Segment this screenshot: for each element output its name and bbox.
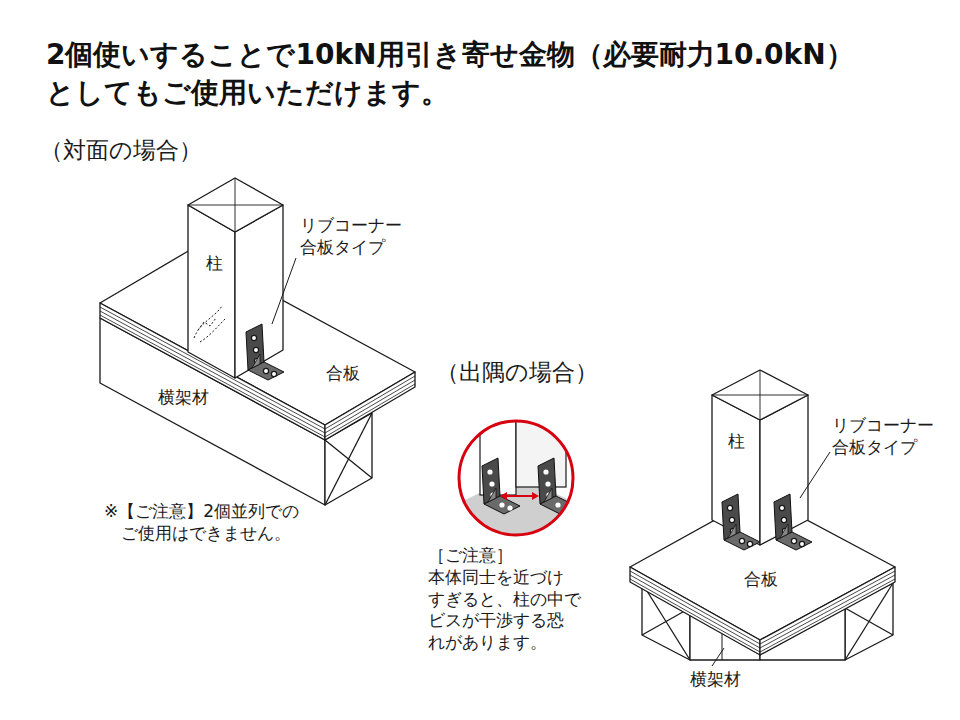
text-line: 柱 [206, 252, 223, 274]
part-label: リブコーナー 合板タイプ [300, 214, 402, 258]
bracket [722, 494, 760, 550]
plywood-edge [760, 567, 895, 655]
text-line: 柱 [728, 430, 745, 452]
right-illustration [630, 370, 895, 666]
text-line: ビスが干渉する恐 [428, 610, 581, 632]
text-line: れがあります。 [428, 632, 581, 654]
text-line: 2個使いすることで10kN用引き寄せ金物（必要耐力10.0kN） [46, 36, 854, 74]
inset-detail [455, 415, 580, 545]
text-line: 合板タイプ [300, 236, 402, 258]
part-label: 合板 [744, 568, 778, 590]
column-face [188, 205, 235, 378]
text-line: 合板タイプ [832, 436, 934, 458]
text-line: （対面の場合） [40, 136, 202, 166]
section-heading: （出隅の場合） [436, 358, 598, 388]
part-label: 横架材 [158, 386, 209, 408]
hidden-screws [194, 306, 226, 342]
part-label: 柱 [728, 430, 745, 452]
left-illustration [100, 178, 415, 505]
bracket [774, 494, 812, 550]
text-line: 合板 [744, 568, 778, 590]
leader-line [712, 648, 724, 666]
column-top [712, 370, 808, 420]
leader-line [272, 258, 296, 324]
text-line: 合板 [326, 362, 360, 384]
plywood-edge [630, 567, 760, 655]
text-line: ご使用はできません。 [104, 522, 299, 544]
title: 2個使いすることで10kN用引き寄せ金物（必要耐力10.0kN） としてもご使用… [46, 36, 854, 112]
text-line: 本体同士を近づけ [428, 567, 581, 589]
caution-note: ※【ご注意】2個並列での ご使用はできません。 [104, 500, 299, 544]
part-label: リブコーナー 合板タイプ [832, 414, 934, 458]
text-line: 横架材 [690, 668, 741, 690]
column-top [188, 178, 283, 232]
section-heading: （対面の場合） [40, 136, 202, 166]
text-line: リブコーナー [832, 414, 934, 436]
text-line: としてもご使用いただけます。 [46, 74, 854, 112]
text-line: ［ご注意］ [428, 545, 581, 567]
bracket [246, 324, 284, 380]
part-label: 横架材 [690, 668, 741, 690]
text-line: ※【ご注意】2個並列での [104, 500, 299, 522]
part-label: 柱 [206, 252, 223, 274]
part-label: 合板 [326, 362, 360, 384]
text-line: リブコーナー [300, 214, 402, 236]
text-line: （出隅の場合） [436, 358, 598, 388]
text-line: 横架材 [158, 386, 209, 408]
caution-note: ［ご注意］ 本体同士を近づけ すぎると、柱の中で ビスが干渉する恐 れがあります… [428, 545, 581, 654]
text-line: すぎると、柱の中で [428, 589, 581, 611]
leader-line [800, 452, 830, 498]
